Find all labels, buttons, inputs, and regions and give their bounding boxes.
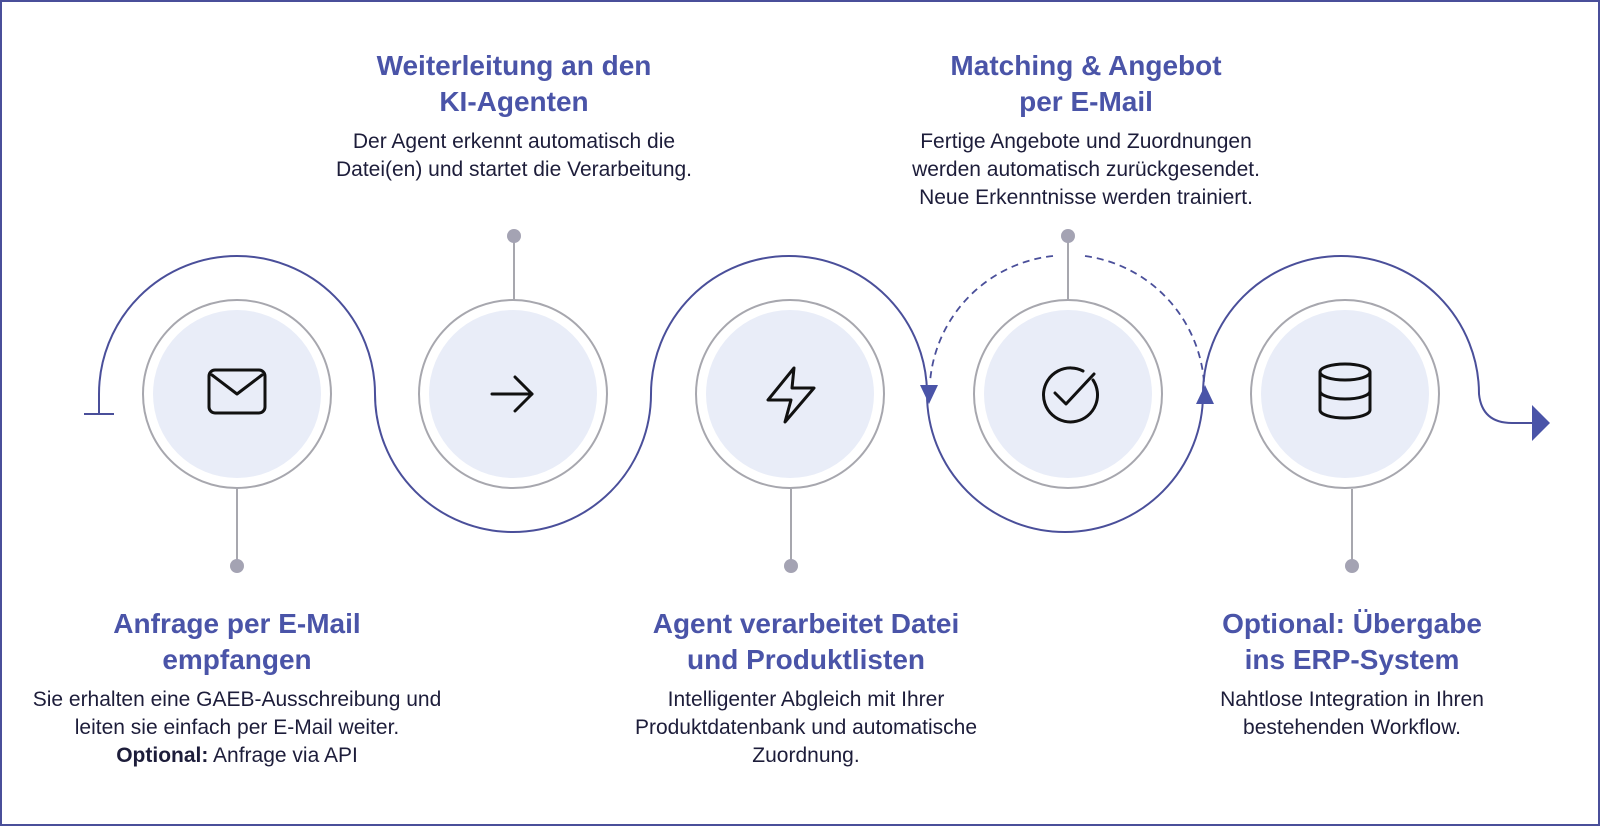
- pin-dot-step-3: [784, 559, 798, 573]
- step-3-desc-line3: Zuordnung.: [752, 744, 860, 767]
- feedback-arrowhead-up: [1196, 385, 1214, 404]
- step-2-desc-line1: Der Agent erkennt automatisch die: [352, 130, 676, 153]
- step-1-desc-line2: leiten sie einfach per E-Mail weiter.: [74, 716, 400, 739]
- flow-line: [98, 255, 1532, 533]
- step-1-desc-line1: Sie erhalten eine GAEB-Ausschreibung und: [32, 688, 442, 711]
- step-5-desc-line2: bestehenden Workflow.: [1243, 716, 1461, 739]
- node-step-2: [418, 299, 608, 489]
- lightning-icon: [766, 366, 816, 424]
- step-2-description: Der Agent erkennt automatisch die Datei(…: [284, 128, 744, 184]
- step-5-title-line1: Optional: Übergabe: [1222, 608, 1482, 639]
- step-3-text: Agent verarbeitet Datei und Produktliste…: [576, 606, 1036, 770]
- step-4-title: Matching & Angebot per E-Mail: [856, 48, 1316, 120]
- feedback-loop-right: [1084, 255, 1205, 383]
- step-4-title-line2: per E-Mail: [1019, 86, 1153, 117]
- arrow-right-icon: [490, 375, 534, 413]
- step-1-text: Anfrage per E-Mail empfangen Sie erhalte…: [7, 606, 467, 770]
- step-4-desc-line1: Fertige Angebote und Zuordnungen: [920, 130, 1252, 153]
- feedback-loop-left: [929, 255, 1054, 383]
- step-2-title-line2: KI-Agenten: [439, 86, 589, 117]
- node-step-5: [1250, 299, 1440, 489]
- step-1-optional-label: Optional:: [116, 744, 209, 767]
- step-1-optional-note: Optional: Anfrage via API: [7, 742, 467, 770]
- step-1-title: Anfrage per E-Mail empfangen: [7, 606, 467, 678]
- feedback-arrowhead-down: [920, 385, 938, 404]
- node-step-3: [695, 299, 885, 489]
- step-3-description: Intelligenter Abgleich mit Ihrer Produkt…: [576, 686, 1036, 770]
- step-5-title-line2: ins ERP-System: [1244, 644, 1460, 675]
- step-3-title: Agent verarbeitet Datei und Produktliste…: [576, 606, 1036, 678]
- pin-dot-step-1: [230, 559, 244, 573]
- step-5-description: Nahtlose Integration in Ihren bestehende…: [1122, 686, 1582, 742]
- step-3-desc-line2: Produktdatenbank und automatische: [634, 716, 978, 739]
- step-1-optional-text: Anfrage via API: [208, 744, 358, 767]
- node-step-1: [142, 299, 332, 489]
- step-2-title: Weiterleitung an den KI-Agenten: [284, 48, 744, 120]
- step-4-description: Fertige Angebote und Zuordnungen werden …: [856, 128, 1316, 212]
- step-1-title-line1: Anfrage per E-Mail: [113, 608, 361, 639]
- step-5-title: Optional: Übergabe ins ERP-System: [1122, 606, 1582, 678]
- step-3-desc-line1: Intelligenter Abgleich mit Ihrer: [667, 688, 945, 711]
- pin-dot-step-5: [1345, 559, 1359, 573]
- step-5-desc-line1: Nahtlose Integration in Ihren: [1220, 688, 1484, 711]
- step-4-desc-line2: werden automatisch zurückgesendet.: [912, 158, 1260, 181]
- step-4-title-line1: Matching & Angebot: [950, 50, 1222, 81]
- step-2-desc-line2: Datei(en) und startet die Verarbeitung.: [335, 158, 693, 181]
- check-circle-icon: [1042, 366, 1099, 424]
- database-icon: [1318, 362, 1372, 420]
- pin-dot-step-2: [507, 229, 521, 243]
- flow-end-arrowhead: [1532, 405, 1550, 441]
- step-1-description: Sie erhalten eine GAEB-Ausschreibung und…: [7, 686, 467, 742]
- node-step-4: [973, 299, 1163, 489]
- step-3-title-line2: und Produktlisten: [687, 644, 925, 675]
- step-2-title-line1: Weiterleitung an den: [376, 50, 652, 81]
- envelope-icon: [207, 368, 267, 415]
- step-1-title-line2: empfangen: [162, 644, 312, 675]
- step-5-text: Optional: Übergabe ins ERP-System Nahtlo…: [1122, 606, 1582, 742]
- step-2-text: Weiterleitung an den KI-Agenten Der Agen…: [284, 48, 744, 184]
- step-4-text: Matching & Angebot per E-Mail Fertige An…: [856, 48, 1316, 212]
- pin-dot-step-4: [1061, 229, 1075, 243]
- step-4-desc-line3: Neue Erkenntnisse werden trainiert.: [919, 186, 1253, 209]
- step-3-title-line1: Agent verarbeitet Datei: [652, 608, 960, 639]
